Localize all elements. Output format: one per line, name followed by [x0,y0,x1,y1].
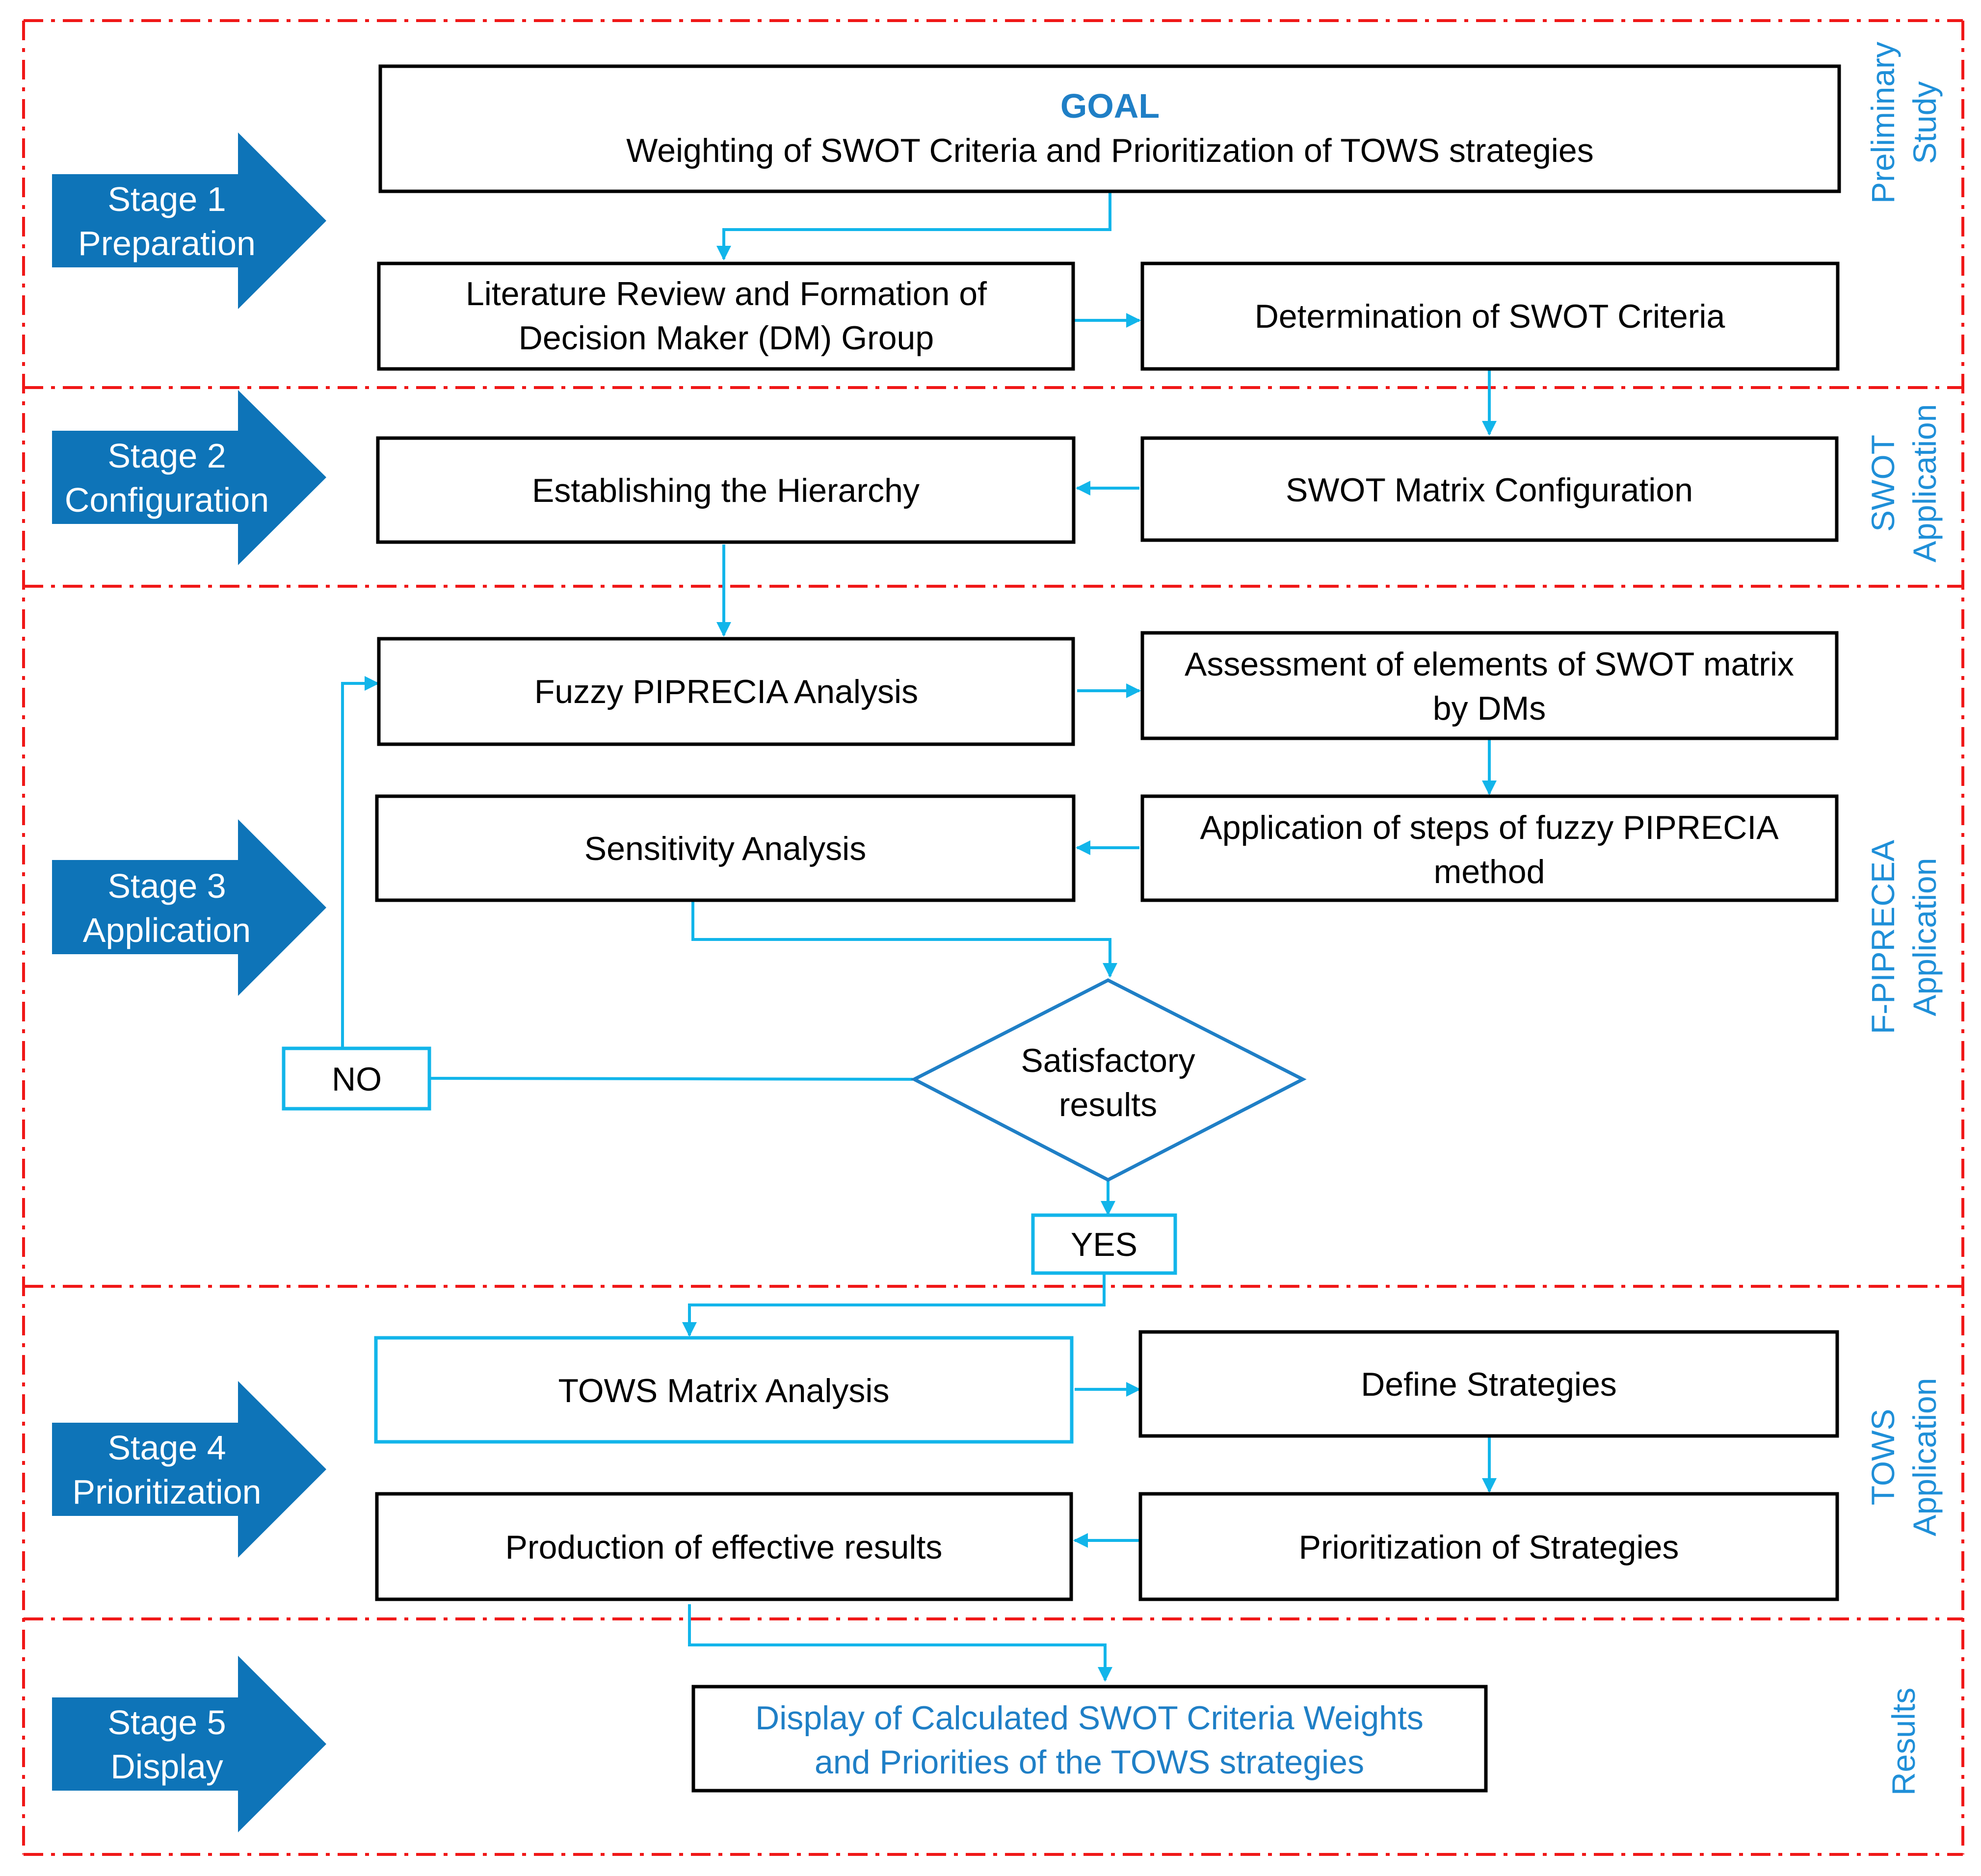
production-box: Production of effective results [375,1492,1073,1601]
side-label-swot: SWOT Application [1865,404,1943,563]
side-label-tows-line-2: Application [1906,1378,1943,1537]
display-box: Display of Calculated SWOT Criteria Weig… [691,1685,1488,1793]
stage-1-name: Preparation [78,224,256,262]
stage-2-name: Configuration [65,481,269,519]
hierarchy-text: Establishing the Hierarchy [532,472,920,509]
connector-no-to-fuzzy [341,676,379,1047]
decision-line-2: results [1059,1086,1157,1123]
connector-production-to-display [688,1604,1112,1682]
production-text: Production of effective results [505,1529,943,1566]
side-label-tows-line-1: TOWS [1865,1409,1901,1506]
display-line-2: and Priorities of the TOWS strategies [815,1744,1364,1781]
stage-3-name: Application [83,911,251,949]
stage-4-label: Stage 4 [107,1429,226,1467]
stage-3-label: Stage 3 [107,867,226,905]
yes-label-box: YES [1031,1213,1177,1275]
connectors [341,191,1497,1682]
define-text: Define Strategies [1361,1366,1617,1403]
goal-title: GOAL [1060,87,1160,125]
goal-box: GOAL Weighting of SWOT Criteria and Prio… [378,64,1841,193]
sensitivity-text: Sensitivity Analysis [584,830,866,867]
side-label-fpiprecea-line-1: F-PIPRECEA [1865,840,1901,1034]
assessment-box: Assessment of elements of SWOT matrix by… [1140,631,1839,740]
stage-arrow-1: Stage 1 Preparation [52,132,326,309]
tows-text: TOWS Matrix Analysis [558,1372,889,1409]
connector-decision-to-no [429,1077,913,1081]
side-label-results-line-1: Results [1885,1688,1922,1796]
fuzzy-text: Fuzzy PIPRECIA Analysis [534,673,918,710]
assessment-line-2: by DMs [1433,690,1546,727]
side-label-preliminary: Preliminary Study [1865,42,1943,204]
goal-text: Weighting of SWOT Criteria and Prioritiz… [626,132,1594,169]
application-steps-box: Application of steps of fuzzy PIPRECIA m… [1140,794,1839,902]
swot-matrix-text: SWOT Matrix Configuration [1286,471,1693,509]
literature-box: Literature Review and Formation of Decis… [377,261,1075,371]
sensitivity-box: Sensitivity Analysis [375,794,1076,902]
define-box: Define Strategies [1138,1330,1839,1438]
display-line-1: Display of Calculated SWOT Criteria Weig… [755,1699,1424,1737]
literature-line-1: Literature Review and Formation of [466,275,987,313]
swot-matrix-box: SWOT Matrix Configuration [1140,436,1839,542]
section-borders [22,19,1964,1856]
side-label-results: Results [1885,1688,1922,1796]
stage-arrow-2: Stage 2 Configuration [52,390,326,565]
stage-5-name: Display [110,1747,223,1786]
side-label-tows: TOWS Application [1865,1378,1943,1537]
determination-box: Determination of SWOT Criteria [1140,261,1840,371]
application-steps-line-2: method [1434,853,1545,890]
decision-diamond: Satisfactory results [910,978,1307,1182]
side-label-fpiprecea-line-2: Application [1906,858,1943,1016]
prioritization-text: Prioritization of Strategies [1299,1529,1679,1566]
stage-4-name: Prioritization [72,1473,261,1511]
fuzzy-box: Fuzzy PIPRECIA Analysis [377,637,1075,746]
side-label-fpiprecea: F-PIPRECEA Application [1865,840,1943,1034]
hierarchy-box: Establishing the Hierarchy [376,436,1076,544]
stage-5-label: Stage 5 [107,1703,226,1742]
side-label-preliminary-line-1: Preliminary [1865,42,1901,204]
assessment-line-1: Assessment of elements of SWOT matrix [1185,646,1794,683]
side-label-preliminary-line-2: Study [1906,81,1943,164]
application-steps-line-1: Application of steps of fuzzy PIPRECIA [1200,809,1779,846]
decision-line-1: Satisfactory [1021,1042,1195,1079]
side-label-swot-line-1: SWOT [1865,435,1901,532]
side-label-swot-line-2: Application [1906,404,1943,563]
connector-sensitivity-to-decision [691,900,1117,978]
connector-yes-to-tows [682,1273,1106,1337]
determination-text: Determination of SWOT Criteria [1255,298,1725,335]
prioritization-box: Prioritization of Strategies [1138,1492,1839,1601]
stage-arrow-4: Stage 4 Prioritization [52,1381,326,1558]
stage-2-label: Stage 2 [107,437,226,475]
stage-arrow-5: Stage 5 Display [52,1656,326,1832]
connector-goal-to-literature [716,191,1111,261]
no-label-box: NO [282,1046,431,1111]
yes-label: YES [1071,1226,1137,1263]
literature-line-2: Decision Maker (DM) Group [519,319,934,357]
stage-arrow-3: Stage 3 Application [52,819,326,996]
no-label: NO [332,1061,382,1098]
tows-box: TOWS Matrix Analysis [374,1336,1074,1444]
stage-1-label: Stage 1 [107,180,226,218]
